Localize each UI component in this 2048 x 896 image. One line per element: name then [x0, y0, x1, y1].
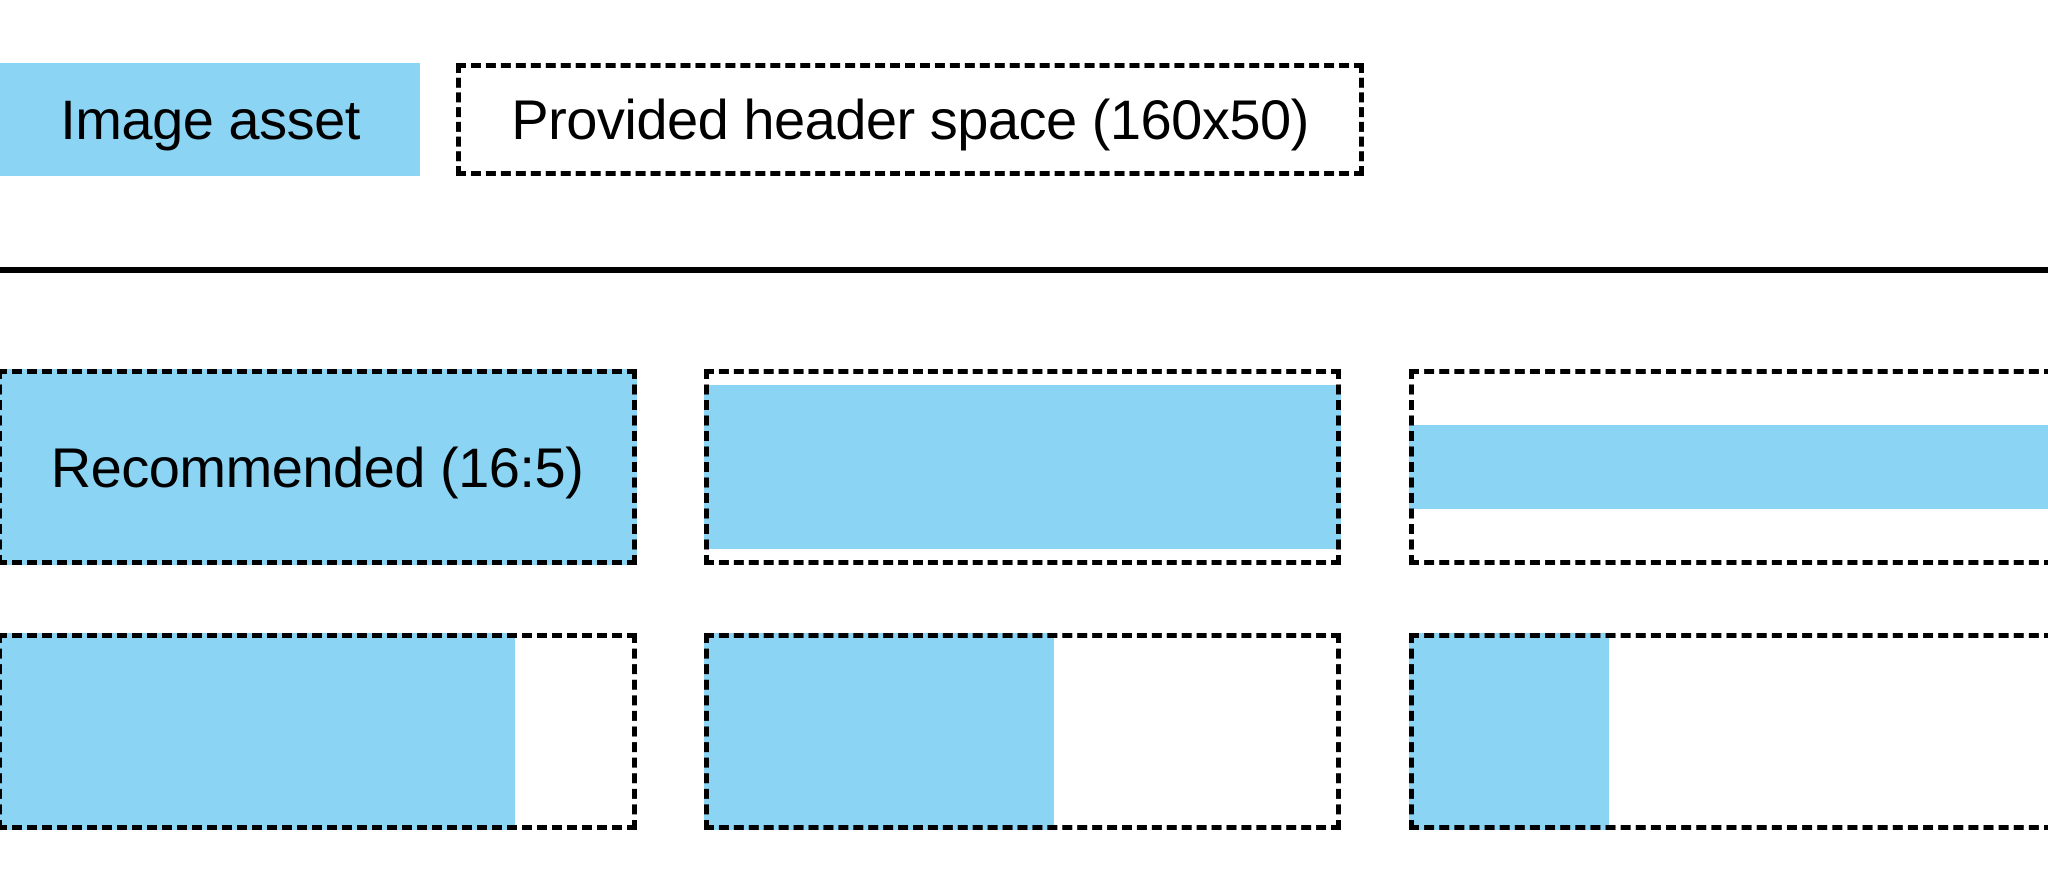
image-asset-fill	[0, 369, 637, 565]
provided-header-space-box: Provided header space (160x50)	[456, 63, 1364, 176]
image-asset-label: Image asset	[60, 87, 360, 151]
recommended-label: Recommended (16:5)	[50, 435, 584, 499]
image-asset-fill	[704, 384, 1341, 550]
example-extra-wide-asset-letterboxed	[1409, 369, 2048, 565]
example-wide-asset-letterboxed	[704, 369, 1341, 565]
image-asset-swatch: Image asset	[0, 63, 420, 176]
image-asset-fill	[0, 633, 516, 830]
image-asset-fill	[1409, 424, 2048, 510]
example-recommended-16-5: Recommended (16:5)	[0, 369, 637, 565]
example-taller-asset-pillarboxed	[704, 633, 1341, 830]
section-divider	[0, 267, 2048, 273]
image-asset-fill	[1409, 633, 1609, 830]
image-asset-fill	[704, 633, 1055, 830]
provided-header-space-label: Provided header space (160x50)	[511, 87, 1309, 151]
example-tall-asset-pillarboxed	[0, 633, 637, 830]
example-tallest-asset-pillarboxed	[1409, 633, 2048, 830]
